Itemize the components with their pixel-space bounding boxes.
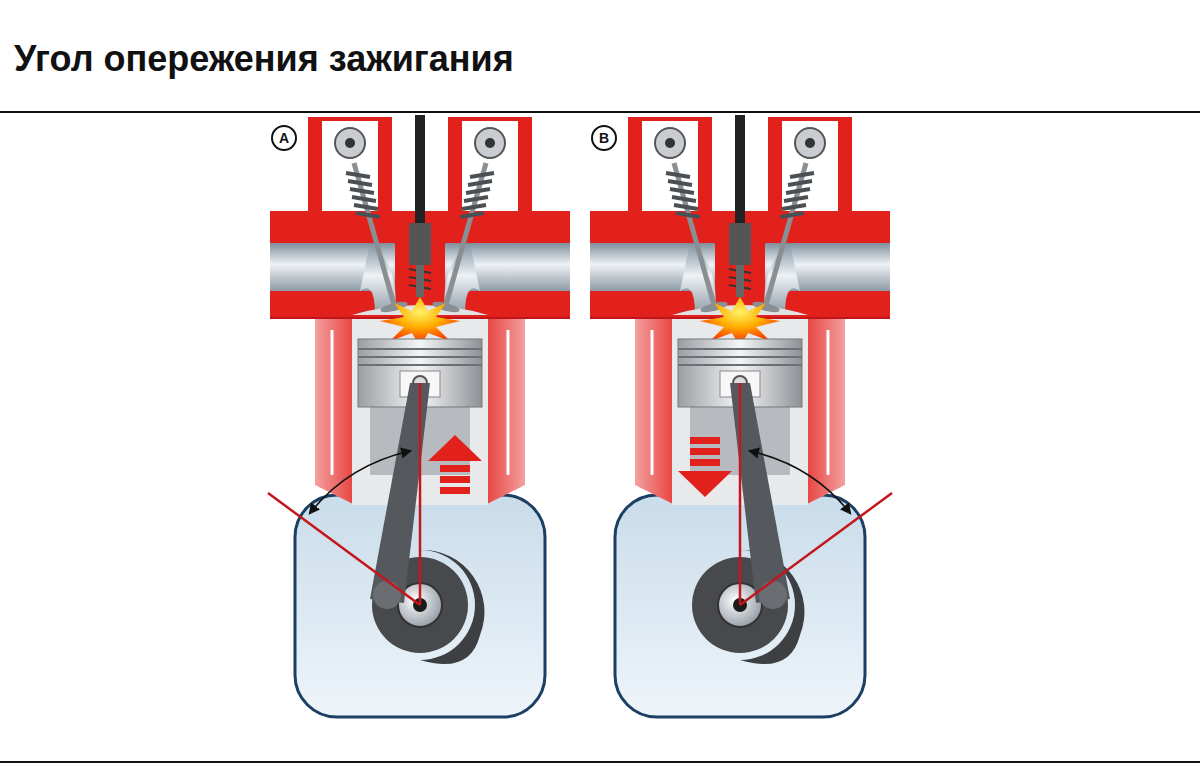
angle-line xyxy=(740,493,892,605)
bottom-rule xyxy=(0,761,1200,763)
tdc-line xyxy=(419,383,422,605)
view-letter: A xyxy=(279,131,289,145)
engine-b xyxy=(590,115,892,717)
tdc-line xyxy=(739,383,742,605)
piston-down-arrow xyxy=(678,437,732,497)
piston-down-arrow xyxy=(690,437,720,444)
angle-arc xyxy=(750,451,850,513)
engine-a xyxy=(268,115,570,717)
diagram-title: Угол опережения зажигания xyxy=(14,38,514,80)
piston-down-arrow xyxy=(690,459,720,466)
piston-down-arrow xyxy=(690,448,720,455)
view-letter-circle: A xyxy=(271,125,297,151)
engine-body xyxy=(590,115,890,717)
crank-pin xyxy=(373,581,401,609)
view-letter: B xyxy=(599,131,609,145)
view-letter-circle: B xyxy=(591,125,617,151)
piston-up-arrow xyxy=(428,435,482,494)
angle-arc xyxy=(310,451,410,513)
piston-down-arrow xyxy=(678,471,732,497)
angle-line xyxy=(268,493,420,605)
crank-pin xyxy=(759,581,787,609)
piston-up-arrow xyxy=(428,435,482,461)
piston-up-arrow xyxy=(440,465,470,472)
top-rule xyxy=(0,111,1200,113)
engine-body xyxy=(270,115,570,717)
piston-up-arrow xyxy=(440,487,470,494)
piston-up-arrow xyxy=(440,476,470,483)
